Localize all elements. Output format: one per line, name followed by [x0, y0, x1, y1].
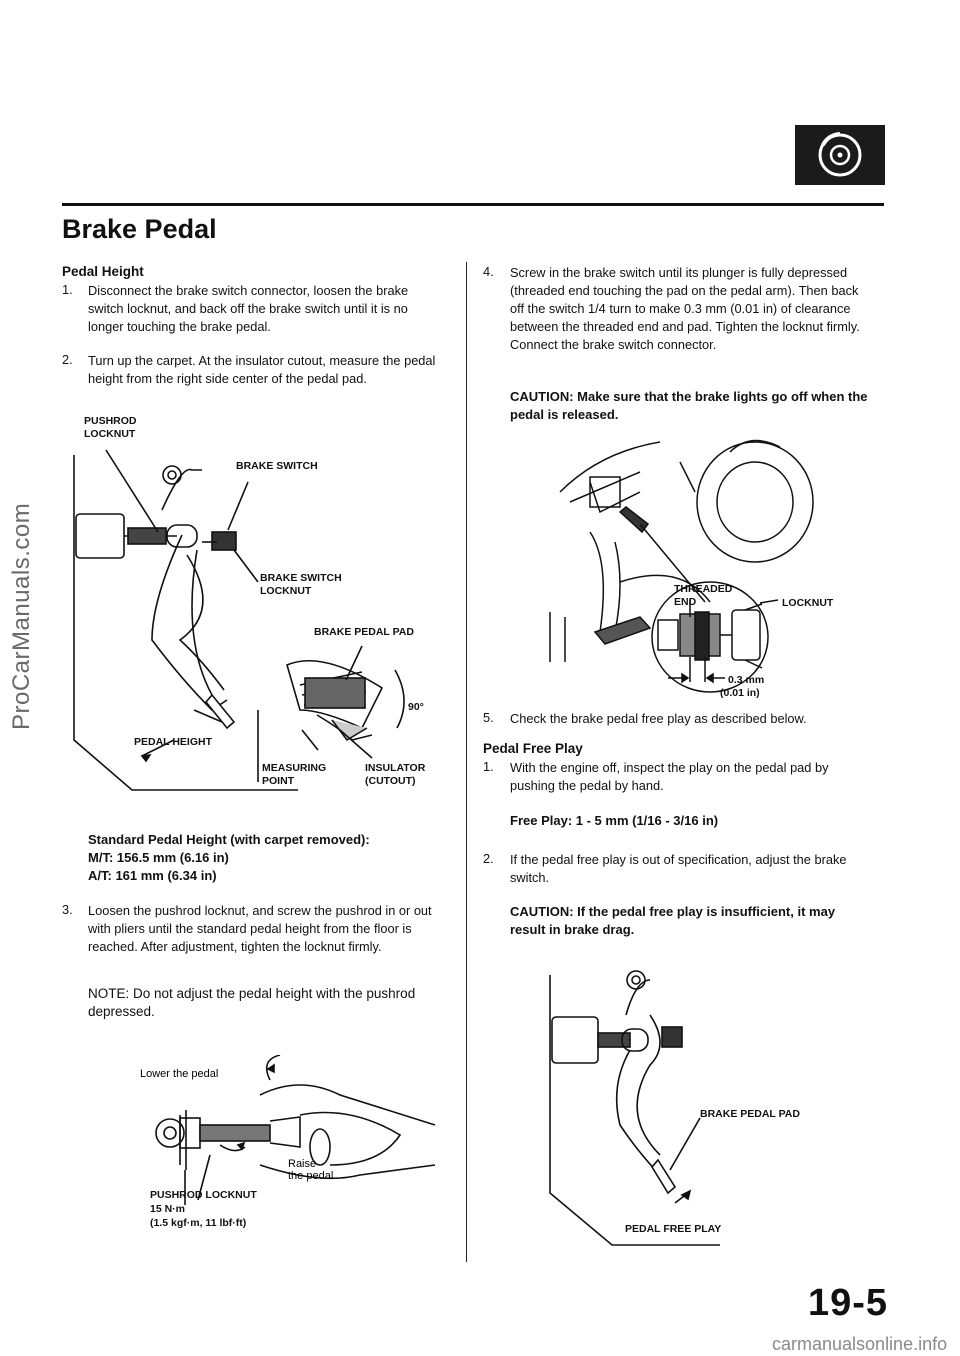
label-point: POINT — [262, 775, 295, 787]
caution-brake-drag: CAUTION: If the pedal free play is insuf… — [510, 904, 836, 937]
label-raise-2: the pedal — [288, 1170, 333, 1182]
label-cutout: (CUTOUT) — [365, 775, 416, 787]
step-5-text: Check the brake pedal free play as descr… — [510, 711, 807, 726]
pedal-free-play-heading: Pedal Free Play — [483, 741, 583, 756]
label-measuring: MEASURING — [262, 762, 326, 774]
label-raise-1: Raise — [288, 1158, 316, 1170]
label-clearance-mm: 0.3 mm — [728, 674, 764, 686]
pedal-free-play-diagram: BRAKE PEDAL PAD PEDAL FREE PLAY — [549, 970, 800, 1246]
title-rule — [62, 203, 884, 206]
page-title: Brake Pedal — [62, 214, 217, 244]
caution-brake-lights: CAUTION: Make sure that the brake lights… — [510, 389, 868, 422]
free-play-step-1-text: With the engine off, inspect the play on… — [510, 760, 829, 793]
step-4-text: Screw in the brake switch until its plun… — [510, 265, 860, 352]
step-number: 1. — [483, 759, 494, 774]
step-number: 5. — [483, 710, 494, 725]
label-brake-switch-locknut-1: BRAKE SWITCH — [260, 572, 342, 584]
label-pedal-height: PEDAL HEIGHT — [134, 736, 213, 748]
label-end: END — [674, 596, 697, 608]
standard-pedal-height-mt: M/T: 156.5 mm (6.16 in) — [88, 850, 229, 865]
page-number: 19-5 — [808, 1282, 889, 1324]
pushrod-locknut-diagram: Lower the pedal Raise the pedal — [140, 1055, 436, 1205]
step-number: 3. — [62, 902, 73, 917]
note-text: NOTE: Do not adjust the pedal height wit… — [88, 986, 416, 1019]
label-insulator: INSULATOR — [365, 762, 426, 774]
step-number: 2. — [483, 851, 494, 866]
step-number: 4. — [483, 264, 494, 279]
footer-watermark: carmanualsonline.info — [772, 1334, 948, 1354]
label-clearance-in: (0.01 in) — [720, 687, 760, 699]
label-lower-pedal: Lower the pedal — [140, 1068, 218, 1080]
brake-switch-clearance-diagram: THREADED END LOCKNUT 0.3 mm (0.01 in) — [549, 439, 834, 699]
label-brake-pedal-pad: BRAKE PEDAL PAD — [314, 626, 414, 638]
step-number: 1. — [62, 282, 73, 297]
brake-disc-icon — [795, 125, 885, 185]
column-divider — [466, 262, 467, 1262]
label-pedal-free-play: PEDAL FREE PLAY — [625, 1223, 721, 1235]
step-2-text: Turn up the carpet. At the insulator cut… — [88, 353, 436, 386]
standard-pedal-height-heading: Standard Pedal Height (with carpet remov… — [88, 832, 370, 847]
step-number: 2. — [62, 352, 73, 367]
label-brake-pedal-pad-right: BRAKE PEDAL PAD — [700, 1108, 800, 1120]
label-pushrod: PUSHROD — [84, 415, 137, 427]
label-threaded: THREADED — [674, 583, 733, 595]
label-brake-switch: BRAKE SWITCH — [236, 460, 318, 472]
side-watermark: ProCarManuals.com — [8, 502, 35, 730]
label-torque-nm: 15 N·m — [150, 1203, 186, 1215]
step-1-text: Disconnect the brake switch connector, l… — [88, 283, 409, 334]
label-locknut: LOCKNUT — [84, 428, 136, 440]
standard-pedal-height-at: A/T: 161 mm (6.34 in) — [88, 868, 217, 883]
label-locknut-right: LOCKNUT — [782, 597, 834, 609]
pedal-height-heading: Pedal Height — [62, 264, 144, 279]
label-angle: 90° — [408, 701, 424, 713]
free-play-spec: Free Play: 1 - 5 mm (1/16 - 3/16 in) — [510, 813, 719, 828]
label-torque-other: (1.5 kgf·m, 11 lbf·ft) — [150, 1217, 247, 1229]
label-pushrod-locknut: PUSHROD LOCKNUT — [150, 1189, 257, 1201]
label-brake-switch-locknut-2: LOCKNUT — [260, 585, 312, 597]
pedal-height-diagram: PUSHROD LOCKNUT BRAKE SWITCH BRAKE SWITC… — [73, 415, 426, 791]
step-3-text: Loosen the pushrod locknut, and screw th… — [88, 903, 432, 954]
free-play-step-2-text: If the pedal free play is out of specifi… — [510, 852, 847, 885]
